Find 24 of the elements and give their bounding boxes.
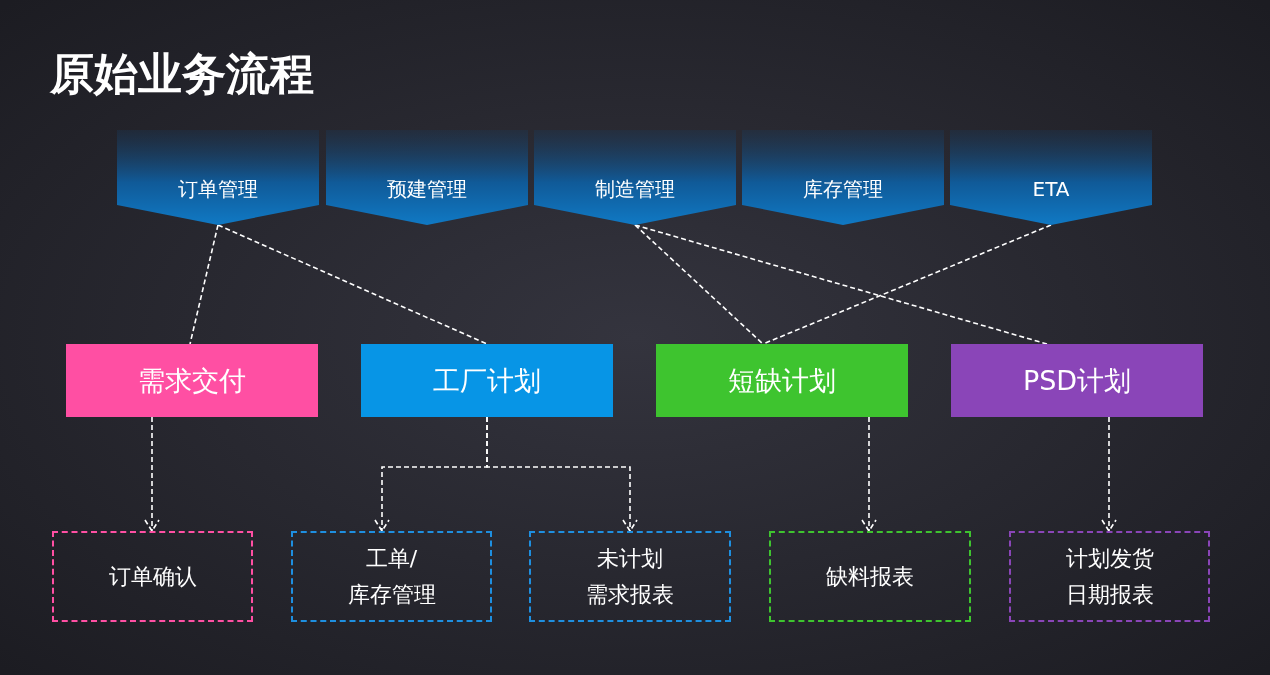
- report-box: 未计划需求报表: [529, 531, 731, 622]
- plan-box: 需求交付: [66, 344, 318, 417]
- connector: [762, 224, 1052, 345]
- plan-box: 短缺计划: [656, 344, 908, 417]
- title: 原始业务流程: [50, 48, 314, 101]
- connector: [144, 416, 160, 533]
- connector: [189, 224, 219, 345]
- connector: [861, 416, 877, 533]
- chevron-tab: 制造管理: [534, 130, 736, 225]
- chevron-tab: 库存管理: [742, 130, 944, 225]
- report-box: 工单/库存管理: [291, 531, 492, 622]
- chevron-tab: ETA: [950, 130, 1152, 225]
- report-box: 缺料报表: [769, 531, 971, 622]
- connector: [1101, 416, 1117, 533]
- report-box: 订单确认: [52, 531, 253, 622]
- connector: [634, 224, 764, 345]
- connector: [634, 224, 1048, 345]
- chevron-tab: 预建管理: [326, 130, 528, 225]
- report-box: 计划发货日期报表: [1009, 531, 1210, 622]
- connector: [217, 224, 488, 345]
- plan-box: PSD计划: [951, 344, 1203, 417]
- connector: [486, 416, 638, 533]
- plan-box: 工厂计划: [361, 344, 613, 417]
- chevron-tab: 订单管理: [117, 130, 319, 225]
